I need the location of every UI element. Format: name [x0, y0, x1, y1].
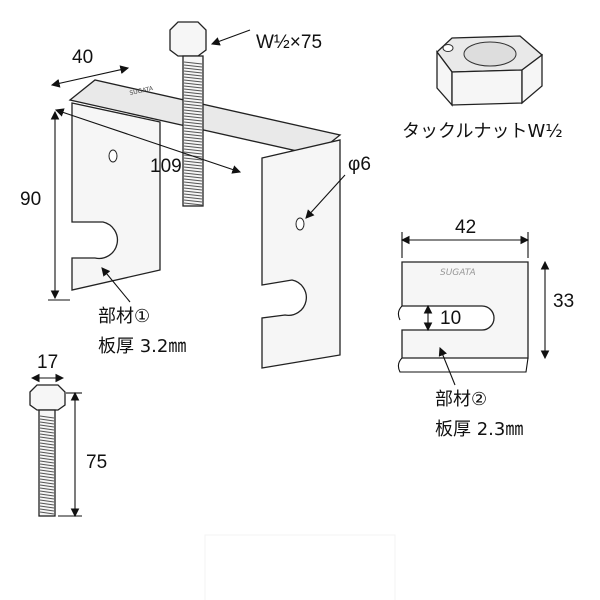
thread-line [39, 481, 55, 485]
bolt-callout-label: W½×75 [256, 32, 322, 53]
thread-line [39, 424, 55, 428]
thread-line [39, 451, 55, 455]
bracket-stamp: SUGATA [129, 85, 155, 97]
thread-line [39, 463, 55, 467]
thread-line [183, 100, 203, 104]
bolt-head [29, 384, 66, 411]
thread-line [39, 505, 55, 509]
plate-width-label: 42 [455, 217, 476, 238]
thread-line [39, 496, 55, 500]
bracket-span-label: 109 [150, 156, 182, 177]
thread-line [39, 493, 55, 497]
thread-line [39, 433, 55, 437]
bolt-head-label: 17 [37, 352, 58, 373]
thread-line [183, 79, 203, 83]
thread-line [183, 76, 203, 80]
bolt-length-label: 75 [86, 452, 107, 473]
part1-name: 部材① [98, 306, 150, 327]
nut-side-front [451, 69, 523, 106]
thread-line [183, 61, 203, 65]
thread-line [183, 73, 203, 77]
hole-arrow [305, 174, 346, 219]
thread-line [183, 193, 203, 197]
bracket-right-leg [261, 139, 341, 369]
thread-line [39, 499, 55, 503]
plate-height-label: 33 [553, 291, 574, 312]
thread-line [183, 184, 203, 188]
thread-line [39, 469, 55, 473]
thread-line [39, 430, 55, 434]
thread-line [183, 181, 203, 185]
thread-line [183, 178, 203, 182]
thread-line [183, 103, 203, 107]
thread-line [183, 199, 203, 203]
part2-arrow [438, 346, 456, 386]
plate-edge [397, 305, 529, 373]
plate-part-2: SUGATA [397, 261, 529, 373]
thread-line [39, 445, 55, 449]
hole-diameter-label: φ6 [348, 154, 371, 175]
nut-label: タックルナットW½ [402, 121, 563, 142]
thread-line [183, 190, 203, 194]
thread-line [39, 418, 55, 422]
thread-line [39, 484, 55, 488]
bracket-left-leg [71, 102, 161, 291]
thread-line [39, 508, 55, 512]
thread-line [39, 466, 55, 470]
thread-line [39, 472, 55, 476]
nut-small-hole [442, 44, 454, 52]
thread-line [183, 196, 203, 200]
plate-stamp: SUGATA [440, 268, 476, 278]
thread-line [183, 94, 203, 98]
thread-line [39, 457, 55, 461]
thread-line [183, 202, 203, 206]
bracket-height-label: 90 [20, 189, 41, 210]
part1-arrow [101, 267, 131, 303]
bracket-hole-left [108, 149, 118, 163]
blank-area [204, 534, 396, 600]
tackle-nut [436, 35, 544, 107]
thread-line [183, 91, 203, 95]
thread-line [183, 187, 203, 191]
part2-thickness: 板厚 2.3㎜ [435, 419, 523, 440]
part1-thickness: 板厚 3.2㎜ [98, 336, 186, 357]
bolt-callout-arrow [210, 29, 251, 46]
thread-line [39, 511, 55, 515]
thread-line [39, 490, 55, 494]
dim-line-40 [50, 65, 130, 88]
thread-line [183, 70, 203, 74]
nut-bore [463, 41, 517, 67]
thread-line [39, 427, 55, 431]
thread-line [183, 175, 203, 179]
bracket-hole-right [295, 217, 305, 231]
thread-line [183, 67, 203, 71]
thread-line [39, 502, 55, 506]
plate-body [401, 261, 529, 359]
thread-line [39, 448, 55, 452]
dim-line-109 [54, 108, 242, 174]
thread-line [39, 415, 55, 419]
thread-line [39, 421, 55, 425]
nut-side-right [521, 53, 543, 105]
thread-line [183, 88, 203, 92]
bolt-hex-head [169, 21, 207, 57]
thread-line [39, 436, 55, 440]
thread-line [39, 442, 55, 446]
thread-line [39, 439, 55, 443]
hex-bolt [29, 384, 66, 517]
thread-line [183, 85, 203, 89]
thread-line [183, 82, 203, 86]
thread-line [39, 460, 55, 464]
thread-line [39, 475, 55, 479]
thread-line [39, 454, 55, 458]
thread-line [183, 97, 203, 101]
part2-name: 部材② [435, 389, 487, 410]
plate-slot-label: 10 [440, 308, 461, 329]
thread-line [39, 478, 55, 482]
thread-line [183, 64, 203, 68]
thread-line [39, 487, 55, 491]
bracket-width-label: 40 [72, 47, 93, 68]
